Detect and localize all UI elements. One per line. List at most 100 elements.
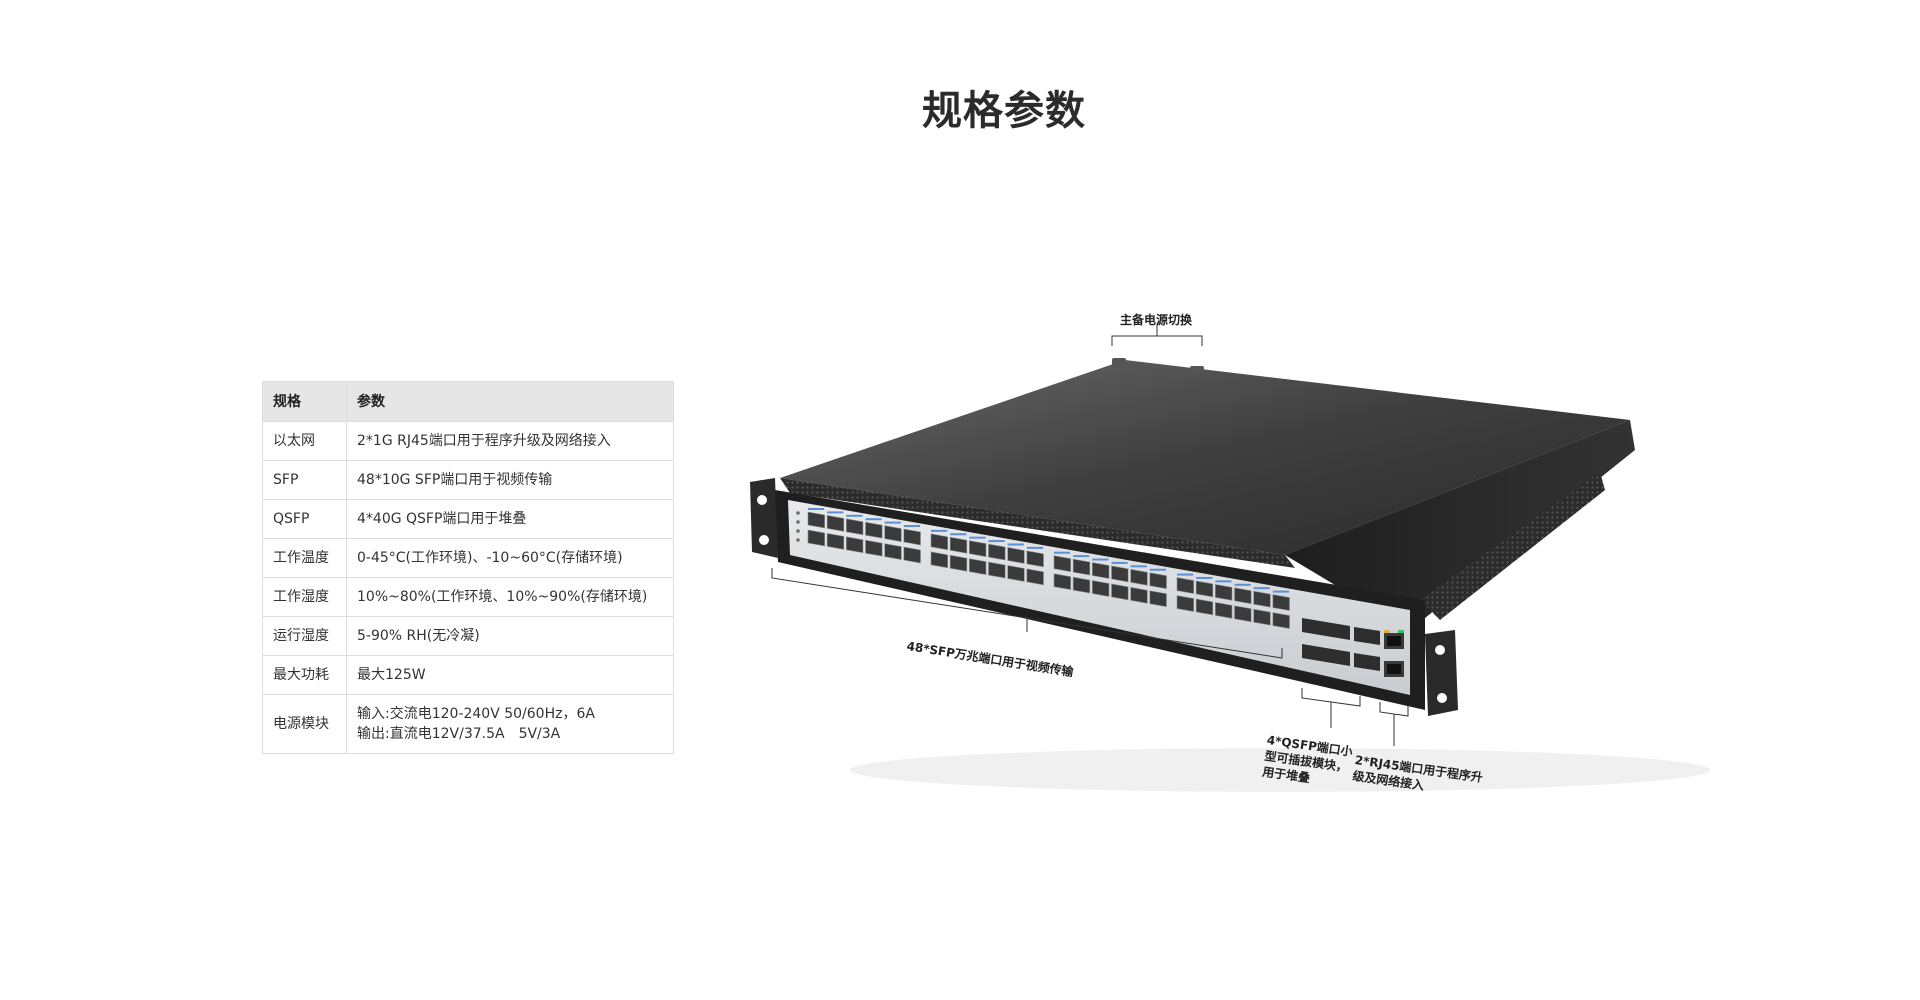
sfp-port (1195, 598, 1214, 616)
rack-ear-right (1425, 630, 1458, 716)
sfp-port (1026, 550, 1044, 568)
sfp-port (930, 551, 948, 569)
sfp-port (1053, 573, 1071, 591)
spec-name: QSFP (262, 499, 347, 539)
sfp-port (1253, 590, 1271, 608)
rack-ear-hole (759, 535, 769, 545)
spec-value: 输入:交流电120-240V 50/60Hz，6A 输出:直流电12V/37.5… (346, 694, 674, 754)
spec-value: 48*10G SFP端口用于视频传输 (346, 460, 674, 500)
table-row: 电源模块 输入:交流电120-240V 50/60Hz，6A 输出:直流电12V… (262, 694, 674, 754)
port-label-strip (1253, 587, 1270, 590)
sfp-port (846, 536, 864, 554)
spec-table-header-row: 规格 参数 (262, 381, 674, 422)
sfp-port (807, 529, 825, 547)
port-label-strip (865, 518, 882, 521)
page-title: 规格参数 (922, 88, 1086, 134)
spec-value-line: 输入:交流电120-240V 50/60Hz，6A (357, 706, 595, 722)
sfp-port (1215, 584, 1233, 601)
sfp-port (807, 511, 825, 529)
sfp-port (1272, 612, 1290, 629)
sfp-port (865, 521, 883, 539)
sfp-port (949, 554, 968, 572)
sfp-port (1234, 587, 1252, 605)
sfp-port (1253, 608, 1271, 626)
spec-name: 电源模块 (262, 694, 347, 754)
rack-ear-left (750, 478, 778, 558)
sfp-port (1007, 565, 1025, 582)
spec-value-line: 48*10G SFP端口用于视频传输 (357, 472, 553, 488)
port-label-strip (1149, 568, 1166, 571)
spec-value: 最大125W (346, 655, 674, 695)
port-label-strip (846, 514, 863, 517)
port-label-strip (884, 521, 901, 524)
spec-value: 10%~80%(工作环境、10%~90%(存储环境) (346, 577, 674, 617)
sfp-port (1072, 576, 1091, 594)
sfp-port (1149, 572, 1167, 590)
sfp-port (930, 533, 948, 551)
spec-value: 2*1G RJ45端口用于程序升级及网络接入 (346, 421, 674, 461)
table-row: 以太网 2*1G RJ45端口用于程序升级及网络接入 (262, 421, 674, 461)
port-label-strip (1054, 551, 1071, 554)
sfp-port (1130, 586, 1148, 604)
switch-product-illustration: 主备电源切换 48*SFP万兆端口用于视频传输 4*QSFP端口小型可插拔模块，… (720, 300, 1780, 820)
sfp-port (988, 561, 1006, 579)
front-vent (780, 478, 1295, 568)
power-switch-stud (1112, 358, 1126, 366)
chassis-top (780, 360, 1630, 555)
qsfp-port (1302, 618, 1350, 640)
spec-value: 0-45°C(工作环境)、-10~60°C(存储环境) (346, 538, 674, 578)
spec-value-line: 5-90% RH(无冷凝) (357, 628, 480, 644)
sfp-port (969, 540, 987, 557)
table-row: 最大功耗 最大125W (262, 655, 674, 695)
sfp-port (1053, 555, 1071, 573)
port-label-strip (1130, 565, 1147, 568)
spec-value-line: 2*1G RJ45端口用于程序升级及网络接入 (357, 433, 611, 449)
port-label-strip (1007, 543, 1024, 546)
port-label-strip (969, 536, 986, 539)
qsfp-port (1354, 653, 1380, 671)
port-label-strip (827, 511, 844, 514)
sfp-port (1176, 595, 1194, 612)
chassis-side (1285, 420, 1635, 630)
sfp-port (884, 543, 902, 560)
port-label-strip (1073, 555, 1090, 558)
sfp-port (1195, 580, 1214, 598)
sfp-port (1026, 568, 1044, 586)
port-label-strip (1111, 561, 1128, 564)
qsfp-port-array (1302, 618, 1380, 671)
port-label-strip (903, 525, 920, 528)
qsfp-port (1354, 627, 1380, 645)
power-switch-stud (1190, 366, 1204, 374)
spec-name: 工作温度 (262, 538, 347, 578)
port-label-strip (1215, 580, 1232, 583)
sfp-port (903, 528, 921, 546)
spec-name: 运行湿度 (262, 616, 347, 656)
sfp-port (1111, 583, 1129, 601)
port-label-strip (1092, 558, 1109, 561)
spec-table: 规格 参数 以太网 2*1G RJ45端口用于程序升级及网络接入 SFP 48*… (262, 381, 674, 754)
port-label-strip (1026, 546, 1043, 549)
port-label-strip (1272, 590, 1289, 593)
sfp-port (1234, 605, 1252, 623)
qsfp-port (1302, 644, 1350, 666)
rack-ear-hole (757, 495, 767, 505)
callout-bracket-power (1111, 335, 1203, 346)
sfp-port (1092, 580, 1110, 597)
sfp-port (1092, 562, 1110, 579)
port-label-strip (931, 529, 948, 532)
port-label-strip (1196, 576, 1213, 579)
spec-value-line: 最大125W (357, 667, 426, 683)
spec-value: 4*40G QSFP端口用于堆叠 (346, 499, 674, 539)
status-leds (796, 511, 800, 542)
sfp-port (846, 518, 864, 536)
spec-value-line: 输出:直流电12V/37.5A 5V/3A (357, 726, 561, 742)
spec-value-line: 4*40G QSFP端口用于堆叠 (357, 511, 527, 527)
table-row: 工作温度 0-45°C(工作环境)、-10~60°C(存储环境) (262, 538, 674, 578)
port-label-strip (950, 533, 967, 536)
port-label-strip (988, 540, 1005, 543)
sfp-port (988, 543, 1006, 561)
sfp-port (1215, 602, 1233, 619)
table-row: 工作湿度 10%~80%(工作环境、10%~90%(存储环境) (262, 577, 674, 617)
spec-name: 最大功耗 (262, 655, 347, 695)
